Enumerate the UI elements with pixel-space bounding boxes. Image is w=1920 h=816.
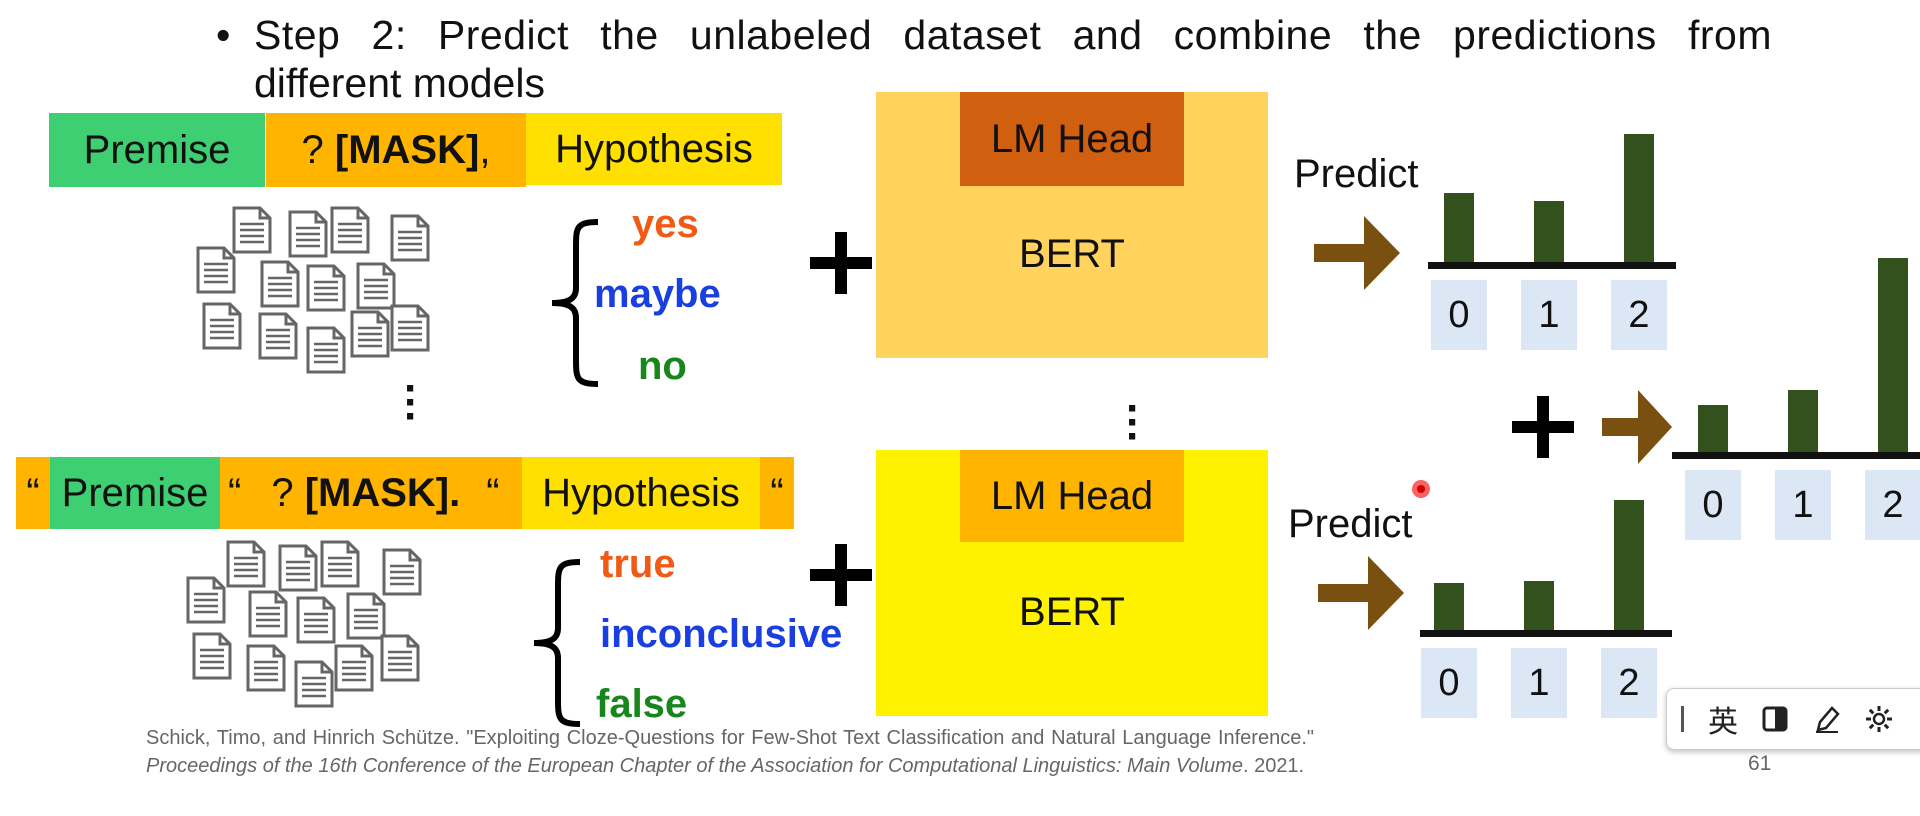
vertical-ellipsis-1: ··· <box>404 364 419 441</box>
bar-2 <box>1624 134 1654 262</box>
close-quote: “ <box>760 457 794 529</box>
verbalizer-inconclusive: inconclusive <box>600 612 843 656</box>
vertical-ellipsis-2: ··· <box>1126 384 1141 461</box>
mask-token-2: [MASK]. <box>304 470 461 515</box>
bar-2 <box>1614 500 1644 630</box>
premise-label-2: Premise <box>50 457 220 529</box>
unlabeled-docs-icon <box>196 206 430 374</box>
premise-label: Premise <box>49 113 265 187</box>
mask-segment-2: “ ? [MASK]. “ <box>220 457 522 529</box>
bullet-text-continuation: different models <box>254 60 545 106</box>
hypothesis-label-2: Hypothesis <box>522 457 760 529</box>
x-axis-line <box>1420 630 1672 637</box>
lm-head-2: LM Head <box>960 450 1184 542</box>
tick-label-2: 2 <box>1611 280 1667 350</box>
bar-0 <box>1698 405 1728 452</box>
arrow-right-icon-1 <box>1314 216 1400 290</box>
mask-token: [MASK] <box>334 127 480 172</box>
citation-year: . 2021. <box>1242 755 1305 777</box>
unlabeled-docs-icon-2 <box>186 540 422 708</box>
bert-label-1: BERT <box>1019 232 1125 276</box>
bar-1 <box>1524 581 1554 630</box>
pointer-dot <box>1412 480 1430 498</box>
cursor-icon[interactable] <box>1667 693 1697 745</box>
verbalizer-false: false <box>596 682 688 726</box>
mask-segment: ? [MASK] , <box>266 113 526 187</box>
tick-label-0: 0 <box>1421 648 1477 718</box>
gear-icon[interactable] <box>1853 693 1905 745</box>
mask-suffix: , <box>479 127 491 172</box>
tick-label-1: 1 <box>1775 470 1831 540</box>
citation: Schick, Timo, and Hinrich Schütze. "Expl… <box>146 724 1314 780</box>
bullet-text: Step 2: Predict the unlabeled dataset an… <box>254 12 1772 58</box>
pen-icon[interactable] <box>1801 693 1853 745</box>
tick-label-2: 2 <box>1601 648 1657 718</box>
language-toggle[interactable]: 英 <box>1708 706 1738 739</box>
plus-icon-3 <box>1512 396 1574 458</box>
mask-prefix-2: ? <box>271 470 305 515</box>
tick-label-0: 0 <box>1431 280 1487 350</box>
predict-label-2: Predict <box>1288 502 1413 546</box>
citation-venue: Proceedings of the 16th Conference of th… <box>146 755 1243 777</box>
x-axis-line <box>1428 262 1676 269</box>
brace-icon-2 <box>533 559 581 727</box>
bullet-symbol: • <box>216 12 231 58</box>
tick-label-0: 0 <box>1685 470 1741 540</box>
plus-icon-2 <box>810 544 872 606</box>
bar-2 <box>1878 258 1908 452</box>
verbalizer-yes: yes <box>632 202 699 246</box>
brace-icon-1 <box>551 219 599 387</box>
predict-label-1: Predict <box>1294 152 1419 196</box>
mask-prefix: ? <box>301 127 335 172</box>
page-number: 61 <box>1748 752 1772 775</box>
verbalizer-true: true <box>600 542 676 586</box>
bar-1 <box>1788 390 1818 452</box>
ime-toolbar: 英 <box>1666 688 1920 750</box>
arrow-right-icon-2 <box>1318 556 1404 630</box>
citation-plain: Schick, Timo, and Hinrich Schütze. "Expl… <box>146 727 1314 749</box>
open-quote-1: “ <box>16 457 50 529</box>
tick-label-1: 1 <box>1511 648 1567 718</box>
bar-1 <box>1534 201 1564 262</box>
quote-2: “ <box>228 470 242 515</box>
bar-0 <box>1434 583 1464 630</box>
tick-label-2: 2 <box>1865 470 1920 540</box>
bar-0 <box>1444 193 1474 262</box>
plus-icon-1 <box>810 232 872 294</box>
half-width-icon[interactable] <box>1749 693 1801 745</box>
lm-head-1: LM Head <box>960 92 1184 186</box>
bert-label-2: BERT <box>1019 590 1125 634</box>
arrow-right-icon-3 <box>1602 390 1672 464</box>
quote-3: “ <box>486 470 500 515</box>
hypothesis-label: Hypothesis <box>526 113 782 185</box>
tick-label-1: 1 <box>1521 280 1577 350</box>
x-axis-line <box>1672 452 1920 459</box>
verbalizer-maybe: maybe <box>594 272 721 316</box>
verbalizer-no: no <box>638 344 687 388</box>
